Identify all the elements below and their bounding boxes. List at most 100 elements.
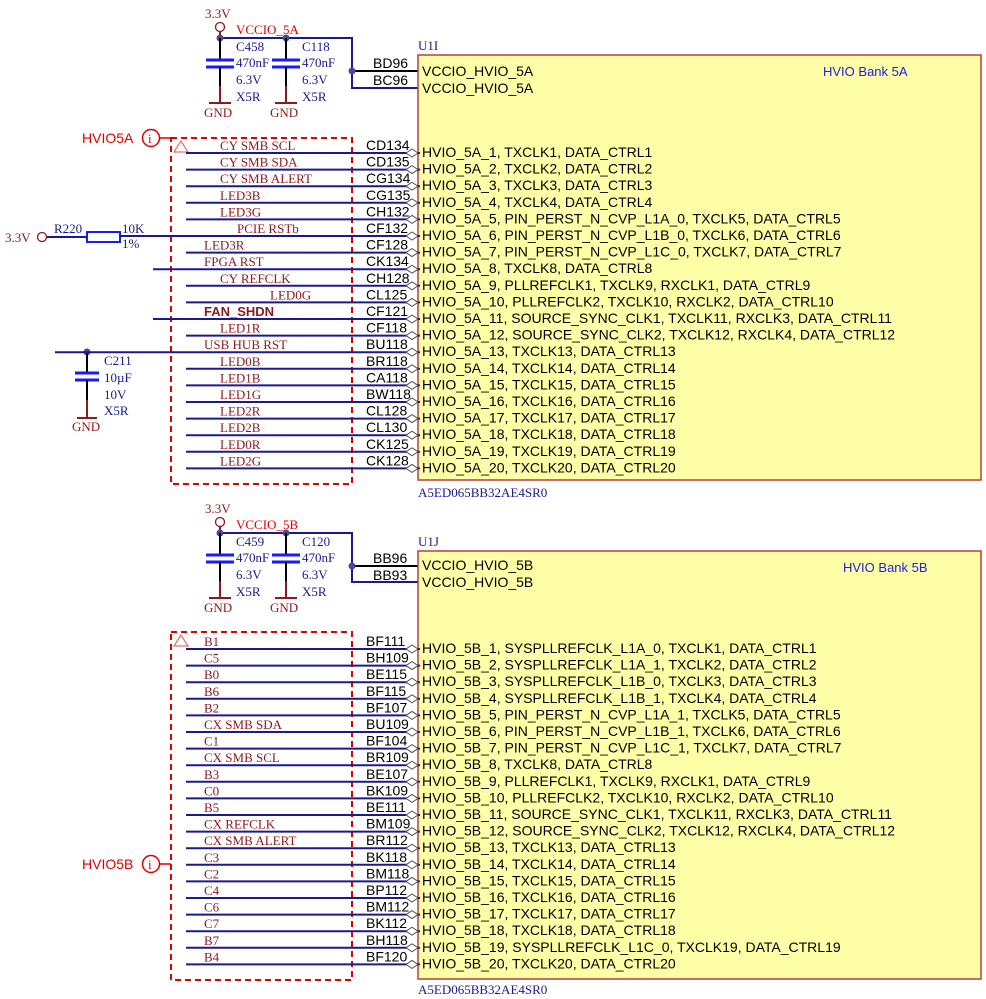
cap-dielectric: X5R <box>236 584 261 599</box>
pin-entry-icon <box>405 727 419 737</box>
pin-entry-icon <box>405 793 419 804</box>
pin-name: HVIO_5A_16, TXCLK16, DATA_CTRL16 <box>422 393 676 409</box>
net-label: LED2B <box>220 420 261 435</box>
ball-label: BH109 <box>366 650 409 666</box>
net-label: C6 <box>204 900 220 915</box>
net-label: LED1R <box>220 321 261 336</box>
pin-entry-icon <box>405 926 419 936</box>
pin-entry-icon <box>405 777 419 787</box>
resistor-ref: R220 <box>54 221 82 236</box>
harness-hvio5b[interactable]: HVIO5B i <box>82 631 353 981</box>
power-port-icon <box>214 516 226 528</box>
capacitor-c458[interactable]: C458 470nF 6.3V X5R GND <box>204 38 269 120</box>
cap-value: 470nF <box>302 55 335 70</box>
component-body[interactable] <box>417 550 982 980</box>
pin-name: VCCIO_HVIO_5A <box>422 80 534 96</box>
pin-entry-icon <box>405 364 419 374</box>
pin-entry-icon <box>405 247 419 258</box>
ball-label: BH118 <box>366 932 408 948</box>
cap-ref: C211 <box>104 353 132 368</box>
ball-label: BU118 <box>366 336 408 352</box>
ball-label: CK125 <box>366 436 409 452</box>
pin-entry-icon <box>405 876 419 887</box>
ball-label: BR109 <box>366 749 409 765</box>
capacitor-c118[interactable]: C118 470nF 6.3V X5R GND <box>270 38 335 120</box>
capacitor-c120[interactable]: C120 470nF 6.3V X5R GND <box>270 533 335 615</box>
pin-name: HVIO_5B_12, SOURCE_SYNC_CLK2, TXCLK12, R… <box>422 823 895 839</box>
pin-name: HVIO_5A_1, TXCLK1, DATA_CTRL1 <box>422 144 653 160</box>
pin-entry-icon <box>405 810 419 820</box>
cap-value: 470nF <box>236 55 269 70</box>
ball-label: BM109 <box>366 816 411 832</box>
component-u1i[interactable]: U1I HVIO Bank 5A VCCIO_HVIO_5A VCCIO_HVI… <box>417 38 982 500</box>
net-label: CY SMB SDA <box>220 155 298 170</box>
capacitor-c211[interactable]: C211 10µF 10V X5R GND <box>72 348 132 435</box>
harness-hvio5a[interactable]: HVIO5A i <box>82 128 353 485</box>
pin-entry-icon <box>405 181 419 191</box>
power-net-label: VCCIO_5B <box>236 517 298 532</box>
component-u1j[interactable]: U1J HVIO Bank 5B VCCIO_HVIO_5B VCCIO_HVI… <box>417 534 982 997</box>
ball-label: BK118 <box>366 849 407 865</box>
net-label: CY SMB ALERT <box>220 171 312 186</box>
ball-label: BE107 <box>366 766 408 782</box>
pullup-r220[interactable]: 3.3V R220 10K 1% <box>5 221 145 251</box>
power-port-icon <box>36 231 48 243</box>
pin-name: HVIO_5B_7, PIN_PERST_N_CVP_L1C_1, TXCLK7… <box>422 740 842 756</box>
ball-label: BF115 <box>366 683 406 699</box>
component-body[interactable] <box>417 54 982 481</box>
capacitor-c459[interactable]: C459 470nF 6.3V X5R GND <box>204 533 269 615</box>
ball-label: CH128 <box>366 270 410 286</box>
pin-entry-icon <box>405 430 419 440</box>
cap-dielectric: X5R <box>302 584 327 599</box>
pin-name: HVIO_5A_9, PLLREFCLK1, TXCLK9, RXCLK1, D… <box>422 277 810 293</box>
pin-entry-icon <box>405 447 419 457</box>
pin-name: HVIO_5B_15, TXCLK15, DATA_CTRL15 <box>422 872 676 888</box>
pin-entry-icon <box>405 347 419 357</box>
ball-label: CF132 <box>366 220 408 236</box>
pin-name: HVIO_5A_19, TXCLK19, DATA_CTRL19 <box>422 443 676 459</box>
ball-label: BE115 <box>366 666 407 682</box>
ball-label: BM112 <box>366 899 410 915</box>
net-label: LED2R <box>220 404 261 419</box>
signal-row[interactable]: C6 BM112 <box>186 899 420 920</box>
